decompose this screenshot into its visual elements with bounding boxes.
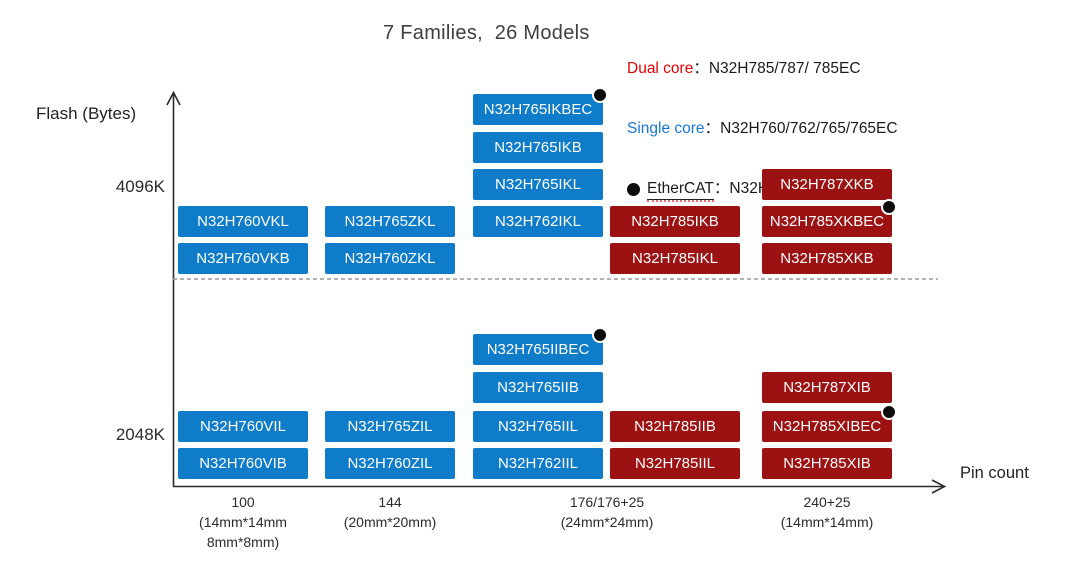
x-tick-144: 144(20mm*20mm)	[343, 494, 437, 530]
model-box-n32h765zkl: N32H765ZKL	[325, 206, 455, 237]
model-box-n32h765ikl: N32H765IKL	[473, 169, 603, 200]
legend-single-core-models: N32H760/762/765/765EC	[720, 120, 898, 137]
ethercat-dot	[881, 199, 897, 215]
model-box-n32h785xib: N32H785XIB	[762, 448, 892, 479]
x-tick-176-176+25: 176/176+25(24mm*24mm)	[560, 494, 654, 530]
model-box-n32h765zil: N32H765ZIL	[325, 410, 455, 442]
model-box-n32h760vkl: N32H760VKL	[178, 206, 308, 237]
model-box-n32h785xkbec: N32H785XKBEC	[762, 199, 897, 237]
y-tick-2048k: 2048K	[115, 425, 165, 444]
ethercat-dot	[592, 87, 608, 103]
legend-colon: ：	[693, 60, 709, 77]
chart-title: 7 Families, 26 Models	[383, 22, 590, 44]
x-tick-240+25: 240+25(14mm*14mm)	[780, 494, 874, 530]
model-box-n32h785xibec: N32H785XIBEC	[762, 403, 897, 442]
legend-ethercat-label: EtherCAT	[647, 179, 714, 202]
y-axis-arrowhead	[166, 90, 181, 106]
model-box-n32h765iibec: N32H765IIBEC	[473, 327, 608, 365]
ethercat-dot	[592, 327, 608, 343]
model-box-n32h765ikb: N32H765IKB	[473, 131, 603, 163]
model-box-n32h765iib: N32H765IIB	[473, 371, 603, 403]
legend-dual-core-label: Dual core	[627, 60, 694, 77]
model-box-n32h765iil: N32H765IIL	[473, 410, 603, 442]
model-box-n32h785iil: N32H785IIL	[610, 448, 740, 479]
legend-dual-core-models: N32H785/787/ 785EC	[708, 60, 861, 77]
legend-row-single-core: Single core：N32H760/762/765/765EC	[627, 119, 898, 139]
y-tick-4096k: 4096K	[115, 177, 165, 196]
legend-single-core-label: Single core	[627, 120, 705, 137]
x-axis-arrowhead	[931, 479, 947, 494]
model-box-n32h760vil: N32H760VIL	[178, 410, 308, 442]
model-box-n32h785ikb: N32H785IKB	[610, 206, 740, 237]
legend-row-dual-core: Dual core：N32H785/787/ 785EC	[627, 59, 898, 79]
model-box-n32h760vkb: N32H760VKB	[178, 243, 308, 274]
model-box-n32h785xkb: N32H785XKB	[762, 243, 892, 274]
model-box-n32h762iil: N32H762IIL	[473, 448, 603, 479]
ethercat-dot	[881, 403, 897, 420]
model-box-n32h785ikl: N32H785IKL	[610, 243, 740, 274]
model-box-n32h760zkl: N32H760ZKL	[325, 243, 455, 274]
ethercat-dot-icon	[627, 182, 640, 196]
model-box-n32h787xib: N32H787XIB	[762, 371, 892, 403]
model-box-n32h785iib: N32H785IIB	[610, 410, 740, 442]
model-box-n32h760zil: N32H760ZIL	[325, 448, 455, 479]
y-axis-title: Flash (Bytes)	[36, 104, 137, 123]
model-box-n32h765ikbec: N32H765IKBEC	[473, 87, 608, 125]
model-box-n32h760vib: N32H760VIB	[178, 448, 308, 479]
legend-colon: ：	[704, 120, 721, 137]
model-box-n32h787xkb: N32H787XKB	[762, 169, 892, 200]
x-axis-title: Pin count	[960, 464, 1029, 482]
legend-colon: ：	[713, 180, 730, 197]
model-box-n32h762ikl: N32H762IKL	[473, 206, 603, 237]
